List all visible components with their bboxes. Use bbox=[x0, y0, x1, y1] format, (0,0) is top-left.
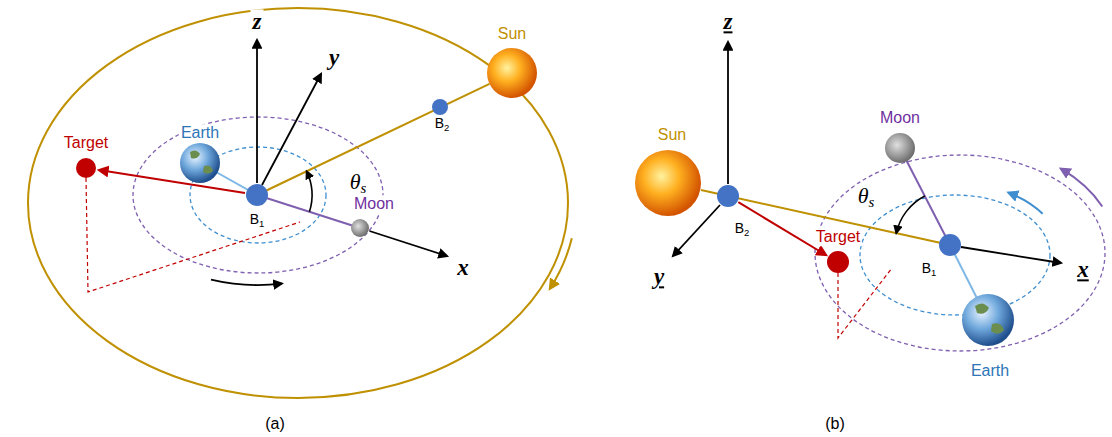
axis-label: x bbox=[1075, 257, 1091, 282]
z-axis bbox=[727, 42, 729, 184]
target-point bbox=[76, 158, 96, 178]
panel-caption: (b) bbox=[823, 415, 847, 433]
earth-body bbox=[180, 143, 220, 183]
body-label: Sun bbox=[656, 126, 688, 144]
rotation-arrow bbox=[550, 238, 572, 288]
axis-label: y bbox=[652, 264, 666, 289]
moon-body bbox=[885, 133, 915, 163]
projection-line bbox=[86, 178, 300, 292]
barycentre-dot bbox=[717, 185, 739, 207]
angle-arc bbox=[307, 171, 312, 212]
moon-orbit bbox=[815, 155, 1105, 351]
barycentre-label: B2 bbox=[433, 116, 452, 131]
earth-land bbox=[975, 303, 1004, 333]
barycentre-dot bbox=[246, 184, 268, 206]
angle-label: θs bbox=[856, 184, 877, 208]
body-label: Moon bbox=[352, 195, 396, 213]
angle-arc bbox=[896, 196, 925, 233]
sun-body bbox=[487, 48, 537, 98]
body-label: Target bbox=[814, 228, 862, 246]
projection-line bbox=[838, 268, 892, 338]
target-arrow bbox=[99, 170, 245, 193]
target-point bbox=[827, 251, 849, 273]
axis-label: x bbox=[455, 255, 471, 280]
body-label: Moon bbox=[878, 109, 922, 127]
moon-line bbox=[257, 195, 360, 228]
axis-label: z bbox=[251, 9, 264, 34]
body-label: Earth bbox=[179, 124, 221, 142]
axis-label: y bbox=[327, 45, 341, 70]
rotation-arrow bbox=[1009, 193, 1043, 214]
rotation-arrow bbox=[211, 280, 282, 285]
x-axis bbox=[370, 231, 448, 256]
earth-body bbox=[962, 294, 1014, 346]
z-axis bbox=[256, 40, 258, 183]
sun-line bbox=[257, 84, 490, 195]
moon-body bbox=[351, 219, 369, 237]
body-label: Target bbox=[62, 134, 110, 152]
x-axis bbox=[961, 247, 1061, 263]
barycentre-label: B1 bbox=[248, 212, 267, 227]
barycentre-dot bbox=[432, 99, 448, 115]
y-axis bbox=[262, 74, 321, 185]
barycentre-label: B1 bbox=[920, 261, 939, 276]
rotation-arrow bbox=[1061, 169, 1102, 207]
sun-body bbox=[635, 150, 701, 216]
sun-orbit bbox=[28, 8, 568, 398]
body-label: Sun bbox=[496, 25, 528, 43]
axis-label: z bbox=[722, 9, 735, 34]
barycentre-dot bbox=[939, 234, 961, 256]
moon-orbit bbox=[133, 117, 383, 273]
angle-label: θs bbox=[348, 170, 369, 194]
body-label: Earth bbox=[969, 362, 1011, 380]
panel-caption: (a) bbox=[263, 415, 287, 433]
barycentre-label: B2 bbox=[733, 221, 752, 236]
earth-land bbox=[190, 150, 213, 173]
